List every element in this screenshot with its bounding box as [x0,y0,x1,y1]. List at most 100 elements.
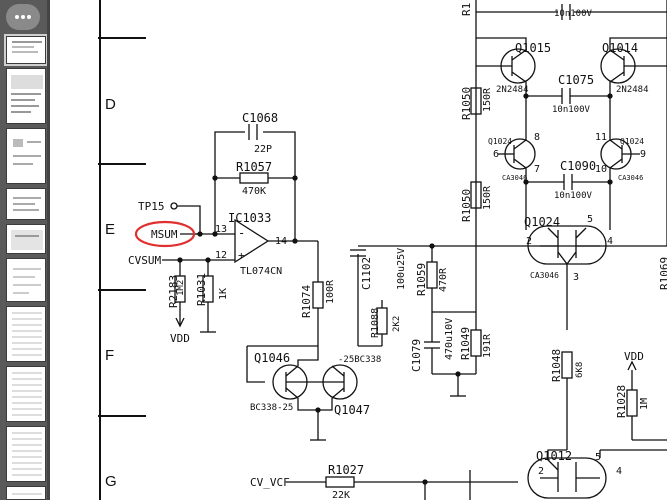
r1088-label: R1088 [370,308,381,338]
opamp-pin-12: 12 [215,250,227,261]
page-thumbnail-sidebar [0,0,50,500]
tp15-label: TP15 [138,200,165,213]
q1024a-pin-8: 8 [534,132,540,143]
r1031-label: R1031 [195,273,208,306]
row-label-d: D [105,96,116,113]
q1012-pin-5: 5 [595,452,601,463]
top-cap-value: 10n100V [554,9,593,19]
r1059-body [426,261,438,289]
page-thumbnail[interactable] [6,306,46,362]
r1074-value: 100R [325,279,336,304]
sidebar-scrollbar[interactable] [47,0,50,500]
c1079-label: C1079 [410,339,423,372]
row-label-g: G [105,473,117,490]
r1069-label: R1069 [658,257,667,290]
q1024c-label: Q1024 [524,215,560,229]
page-thumbnail[interactable] [6,426,46,482]
c1075-label: C1075 [558,73,594,87]
r1088-value: 2K2 [392,316,402,332]
document-viewer[interactable]: D E F G C1068 22P R1057 470K - + IC1033 … [50,0,667,500]
r1top-label: R1 [460,3,473,16]
r1028-body [626,389,638,417]
r1027-label: R1027 [328,463,364,477]
q1012-pin-4: 4 [616,466,622,477]
page-thumbnail[interactable] [6,68,46,124]
q1024c-part: CA3046 [530,271,559,280]
r1050-lower-label: R1050 [460,189,473,222]
q1046-part: BC338-25 [250,403,293,413]
ellipsis-icon [15,15,31,19]
row-label-f: F [105,347,114,364]
r1028-value: 1M [639,398,650,410]
opamp-plus: + [238,249,245,262]
r2183-label: R2183 [167,275,180,308]
r1050-upper-value: 150R [482,87,493,112]
q1024c-pin-5: 5 [587,214,593,225]
page-thumbnail[interactable] [6,224,46,254]
opamp-pin-13: 13 [215,224,227,235]
cvsum-net-label: CVSUM [128,254,161,267]
r1050-upper-label: R1050 [460,87,473,120]
q1015-part: 2N2484 [496,85,529,95]
page-thumbnail[interactable] [6,128,46,184]
q1015-label: Q1015 [515,41,551,55]
q1024a-part: CA3046 [502,174,527,182]
r1027-value: 22K [332,490,350,500]
q1024c-pin-2: 2 [526,236,532,247]
q1012-label: Q1012 [536,449,572,463]
q1024c-pin-4: 4 [607,236,613,247]
cv-vcf-net-label: CV_VCF [250,476,290,489]
q1024c-pin-3: 3 [573,272,579,283]
q1024a-label: Q1024 [488,137,512,146]
r1059-label: R1059 [415,263,428,296]
sidebar-menu-button[interactable] [6,4,40,30]
c1102-label: C1102 [360,257,373,290]
q1024b-pin-9: 9 [640,149,646,160]
q1024b-part: CA3046 [618,174,643,182]
c1079-value: 470u10V [444,318,455,360]
msum-highlight-circle [134,220,196,248]
vdd-label-left: VDD [170,332,190,345]
c1075-value: 10n100V [552,105,591,115]
r1057-value: 470K [242,186,266,197]
opamp-minus: - [238,226,245,240]
r1028-label: R1028 [615,385,628,418]
q1024a-pin-7: 7 [534,164,540,175]
r1048-body [561,351,573,379]
r1050-upper-body [470,87,482,115]
q1024a-pin-6: 6 [493,149,499,160]
c1068-label: C1068 [242,111,278,125]
page-thumbnail[interactable] [6,188,46,220]
page-thumbnail[interactable] [6,366,46,422]
page-thumbnail[interactable] [6,258,46,302]
r1049-body [470,329,482,357]
q1024b-pin-11: 11 [595,132,607,143]
q1012-pin-2: 2 [538,466,544,477]
vdd-label-right: VDD [624,350,644,363]
r1074-label: R1074 [300,285,313,318]
c1068-value: 22P [254,144,272,155]
r1048-label: R1048 [550,349,563,382]
r1074-body [312,281,324,309]
c1102-value: 100u25V [396,248,407,290]
q1047-part: -25BC338 [338,355,381,365]
r1048-value: 6K8 [575,362,585,378]
r2183-value: 1M2 [176,280,186,296]
r1027-body [325,476,355,488]
r1057-body [239,172,269,184]
r1050-lower-value: 150R [482,185,493,210]
r1049-label: R1049 [459,327,472,360]
page-thumbnail[interactable] [6,486,46,500]
msum-net-label: MSUM [151,228,178,241]
c1090-value: 10n100V [554,191,593,201]
q1012-body [527,457,607,499]
r1057-label: R1057 [236,160,272,174]
q1024b-pin-10: 10 [595,164,607,175]
ic1033-label: IC1033 [228,211,271,225]
page-thumbnail[interactable] [4,34,48,66]
q1024b-label: Q1024 [620,137,644,146]
q1014-part: 2N2484 [616,85,649,95]
r1049-value: 191R [482,333,493,358]
q1046-label: Q1046 [254,351,290,365]
r1031-value: 1K [218,288,229,300]
